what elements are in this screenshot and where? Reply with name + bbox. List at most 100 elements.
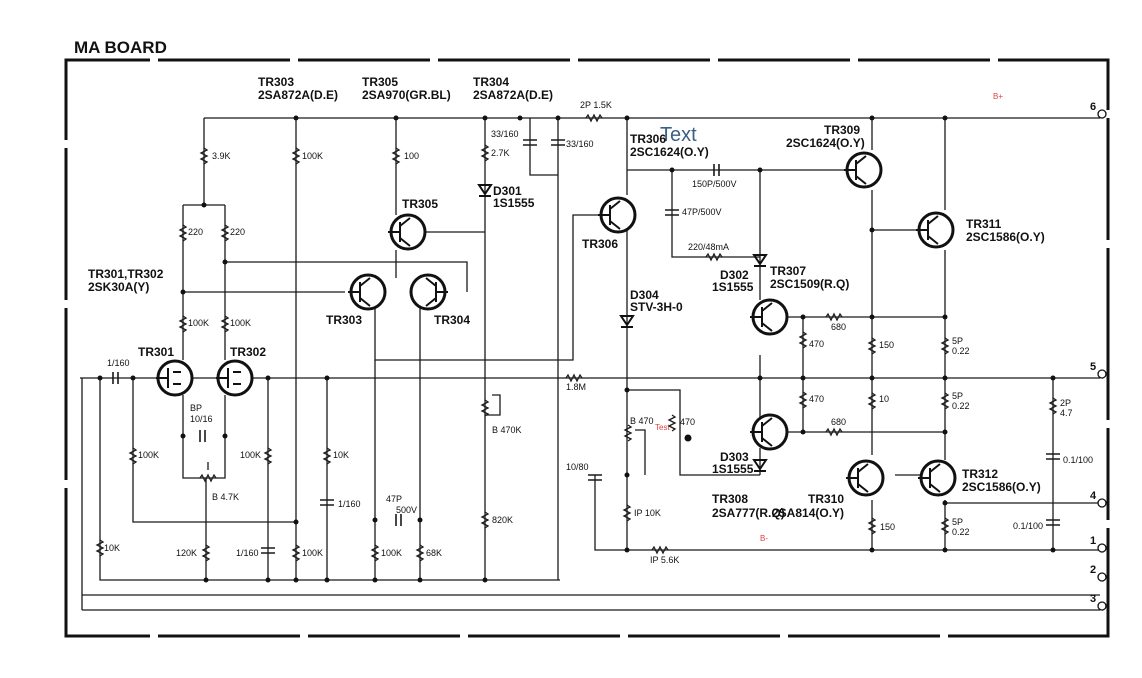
- tr305-part: 2SA970(GR.BL): [362, 88, 451, 102]
- tr311-ref: TR311: [966, 217, 1002, 231]
- tr304-part: 2SA872A(D.E): [473, 88, 553, 102]
- comp-220-48ma: 220/48mA: [688, 242, 729, 252]
- tr306-label: TR306: [582, 237, 618, 251]
- comp-47p-b: 47P: [386, 494, 402, 504]
- comp-bp: BP: [190, 403, 202, 413]
- bminus-annotation: B-: [760, 534, 768, 543]
- tr303-label: TR303: [326, 313, 362, 327]
- terminal-2: 2: [1090, 564, 1096, 576]
- comp-022-b: 0.22: [952, 401, 970, 411]
- d304-part: STV-3H-0: [630, 300, 683, 314]
- tr308-ref: TR308: [712, 492, 748, 506]
- comp-022-a: 0.22: [952, 346, 970, 356]
- comp-47p: 47P/500V: [682, 207, 722, 217]
- comp-680-b: 680: [831, 417, 846, 427]
- d304-ref: D304: [630, 288, 659, 302]
- tr303-ref: TR303: [258, 75, 294, 89]
- tr312-symbol: [918, 459, 957, 497]
- comp-5p-b: 5P: [952, 391, 963, 401]
- d301-ref: D301: [493, 184, 522, 198]
- terminals: 6 5 4 1 2 3: [1090, 101, 1107, 611]
- capacitor-symbols: [112, 139, 1060, 554]
- tr311-symbol: [916, 211, 955, 249]
- comp-2p-1-5k: 2P 1.5K: [580, 100, 612, 110]
- comp-100k-d: 100K: [138, 450, 159, 460]
- tr303-part: 2SA872A(D.E): [258, 88, 338, 102]
- terminal-1: 1: [1090, 535, 1096, 547]
- tr304-ref: TR304: [473, 75, 509, 89]
- tr301-302-ref: TR301,TR302: [88, 267, 164, 281]
- device-labels: TR305 TR306 TR303 TR304 TR301 TR302: [138, 197, 618, 359]
- tr309-part: 2SC1624(O.Y): [786, 136, 865, 150]
- tr305-ref: TR305: [362, 75, 398, 89]
- tr307-ref: TR307: [770, 264, 806, 278]
- tr311-part: 2SC1586(O.Y): [966, 230, 1045, 244]
- comp-2p: 2P: [1060, 398, 1071, 408]
- comp-5p-c: 5P: [952, 517, 963, 527]
- tr303-symbol: [348, 273, 387, 311]
- tr302-symbol: [216, 359, 254, 397]
- transistor-labels: TR303 2SA872A(D.E) TR305 2SA970(GR.BL) T…: [88, 75, 1045, 520]
- comp-120k: 120K: [176, 548, 197, 558]
- d303-ref: D303: [720, 450, 749, 464]
- d301-part: 1S1555: [493, 196, 535, 210]
- comp-b-470k: B 470K: [492, 425, 522, 435]
- comp-100: 100: [404, 151, 419, 161]
- potentiometer-arrows: [207, 394, 646, 475]
- component-labels: 3.9K 100K 100 2.7K 33/160 33/160 2P 1.5K…: [104, 100, 1093, 565]
- comp-1-160-c: 1/160: [236, 548, 259, 558]
- diode-labels: D301 1S1555 D302 1S1555 D303 1S1555 D304…: [493, 184, 754, 476]
- comp-ip-5-6k: IP 5.6K: [650, 555, 679, 565]
- comp-820k: 820K: [492, 515, 513, 525]
- tr301-302-part: 2SK30A(Y): [88, 280, 149, 294]
- test-annotation: Test: [655, 423, 670, 432]
- tr312-part: 2SC1586(O.Y): [962, 480, 1041, 494]
- comp-1-8m: 1.8M: [566, 382, 586, 392]
- wiring: [80, 117, 1100, 611]
- comp-0-1-100-b: 0.1/100: [1013, 521, 1043, 531]
- comp-0-1-100-a: 0.1/100: [1063, 455, 1093, 465]
- board-frame: [64, 58, 1110, 638]
- tr306-ref: TR306: [630, 132, 666, 146]
- tr301-symbol: [156, 359, 194, 397]
- tr310-symbol: [846, 459, 885, 497]
- comp-2-7k: 2.7K: [491, 148, 510, 158]
- transistor-symbols: [156, 151, 957, 497]
- comp-33-160-a: 33/160: [491, 129, 519, 139]
- terminal-4: 4: [1090, 490, 1097, 502]
- comp-100k-b: 100K: [188, 318, 209, 328]
- comp-100k-f: 100K: [302, 548, 323, 558]
- comp-680-a: 680: [831, 322, 846, 332]
- comp-470-a: 470: [809, 339, 824, 349]
- tr312-ref: TR312: [962, 467, 998, 481]
- d302-part: 1S1555: [712, 280, 754, 294]
- comp-10k-a: 10K: [333, 450, 349, 460]
- board-title: MA BOARD: [74, 38, 167, 57]
- terminal-5: 5: [1090, 361, 1096, 373]
- comp-1-160-b: 1/160: [338, 499, 361, 509]
- comp-150-b: 150: [880, 522, 895, 532]
- comp-100k-c: 100K: [230, 318, 251, 328]
- comp-33-160-b: 33/160: [566, 139, 594, 149]
- diode-symbols: [477, 184, 768, 472]
- tr308-symbol: [750, 413, 789, 451]
- comp-470-c: 470: [809, 394, 824, 404]
- comp-5p-a: 5P: [952, 336, 963, 346]
- tr310-part: 2SA814(O.Y): [772, 506, 844, 520]
- comp-10: 10: [879, 394, 889, 404]
- d303-part: 1S1555: [712, 462, 754, 476]
- terminal-6: 6: [1090, 101, 1096, 113]
- junctions: [97, 115, 1056, 583]
- comp-10k-b: 10K: [104, 543, 120, 553]
- comp-68k: 68K: [426, 548, 442, 558]
- comp-10-16: 10/16: [190, 414, 213, 424]
- resistor-symbols: [95, 113, 1058, 562]
- comp-150p: 150P/500V: [692, 179, 737, 189]
- comp-022-c: 0.22: [952, 527, 970, 537]
- comp-b-470: B 470: [630, 416, 654, 426]
- tr306-symbol: [598, 196, 637, 234]
- tr306-part: 2SC1624(O.Y): [630, 145, 709, 159]
- comp-ip-10k: IP 10K: [634, 508, 661, 518]
- tr309-ref: TR309: [824, 123, 860, 137]
